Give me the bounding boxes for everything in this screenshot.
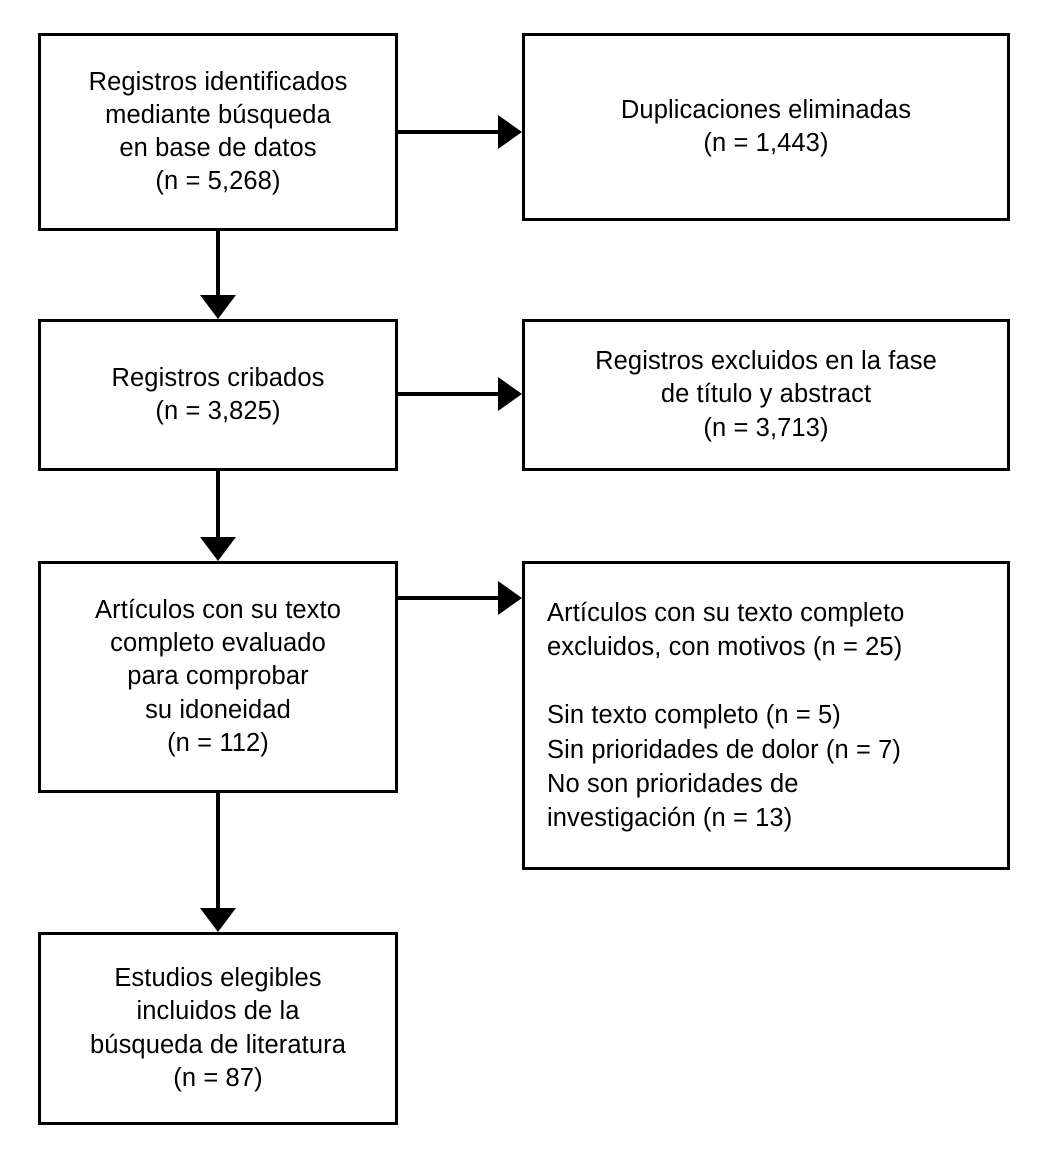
box-records-identified-text: Registros identificados mediante búsqued… [88, 67, 348, 196]
box-duplicates-removed: Duplicaciones eliminadas (n = 1,443) [522, 33, 1010, 221]
box-fulltext-assessed: Artículos con su texto completo evaluado… [38, 561, 398, 793]
arrow-fulltext-to-excluded-fulltext [398, 581, 522, 615]
box-fulltext-excluded-with-reasons-text: Artículos con su texto completo excluido… [547, 598, 905, 832]
arrow-identified-to-duplicates [398, 115, 522, 149]
arrow-screened-to-fulltext [200, 471, 236, 561]
arrow-fulltext-to-included [200, 793, 236, 932]
box-records-excluded-title-abstract: Registros excluidos en la fase de título… [522, 319, 1010, 471]
box-fulltext-excluded-with-reasons: Artículos con su texto completo excluido… [522, 561, 1010, 870]
arrow-identified-to-screened [200, 231, 236, 319]
box-duplicates-removed-text: Duplicaciones eliminadas (n = 1,443) [620, 95, 912, 157]
box-records-identified: Registros identificados mediante búsqued… [38, 33, 398, 231]
box-fulltext-assessed-text: Artículos con su texto completo evaluado… [95, 596, 341, 757]
box-studies-included-text: Estudios elegibles incluidos de la búsqu… [90, 964, 346, 1092]
box-studies-included: Estudios elegibles incluidos de la búsqu… [38, 932, 398, 1125]
box-records-screened-text: Registros cribados (n = 3,825) [111, 363, 325, 425]
box-records-screened: Registros cribados (n = 3,825) [38, 319, 398, 471]
arrow-screened-to-excluded-title-abstract [398, 377, 522, 411]
box-records-excluded-title-abstract-text: Registros excluidos en la fase de título… [595, 347, 937, 442]
